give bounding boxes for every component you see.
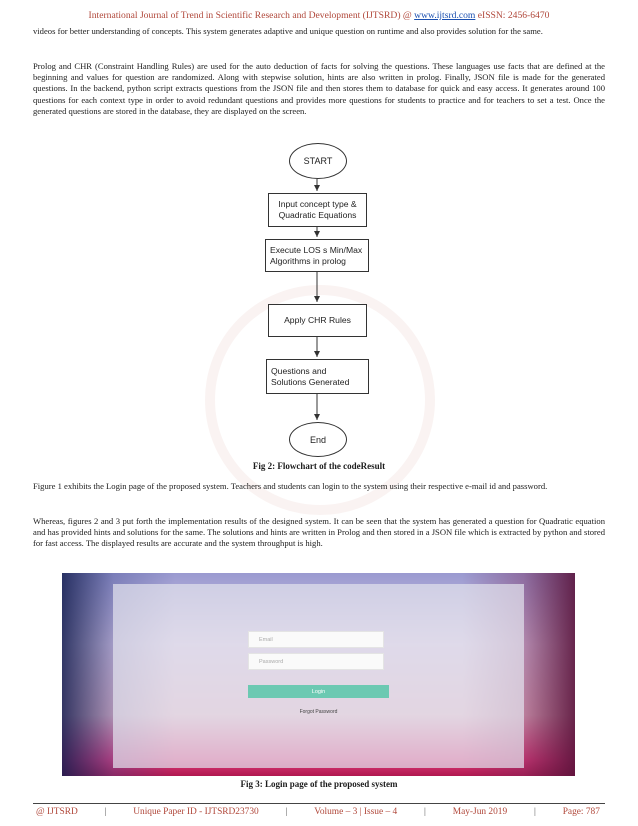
journal-watermark <box>205 285 435 515</box>
paragraph-results: Whereas, figures 2 and 3 put forth the i… <box>33 516 605 549</box>
login-button[interactable]: Login <box>248 685 389 698</box>
flow-execute-step: Execute LOS s Min/Max Algorithms in prol… <box>265 239 369 272</box>
login-screenshot: Email Password Login Forgot Password <box>62 573 575 776</box>
flow-end-node: End <box>289 422 347 457</box>
journal-site-link[interactable]: www.ijtsrd.com <box>414 10 476 21</box>
paragraph-prolog-chr: Prolog and CHR (Constraint Handling Rule… <box>33 61 605 116</box>
journal-title: International Journal of Trend in Scient… <box>88 10 415 21</box>
footer-publisher: @ IJTSRD <box>36 807 78 817</box>
flow-chr-step: Apply CHR Rules <box>268 304 367 337</box>
password-field[interactable]: Password <box>248 653 384 670</box>
paragraph-login: Figure 1 exhibits the Login page of the … <box>33 481 548 491</box>
paragraph-intro: videos for better understanding of conce… <box>33 26 543 36</box>
login-panel <box>113 584 524 768</box>
journal-header: International Journal of Trend in Scient… <box>0 10 638 21</box>
footer-divider <box>33 803 605 804</box>
figure-3-caption: Fig 3: Login page of the proposed system <box>240 779 398 789</box>
journal-issn: eISSN: 2456-6470 <box>475 10 550 21</box>
footer-page-number: Page: 787 <box>562 807 600 817</box>
footer-volume-issue: Volume – 3 | Issue – 4 <box>314 807 398 817</box>
footer-separator: | <box>424 807 426 817</box>
forgot-password-link[interactable]: Forgot Password <box>299 709 338 715</box>
flow-input-step: Input concept type & Quadratic Equations <box>268 193 367 227</box>
figure-2-caption: Fig 2: Flowchart of the codeResult <box>252 461 386 471</box>
flow-generated-step: Questions and Solutions Generated <box>266 359 369 394</box>
footer-paper-id: Unique Paper ID - IJTSRD23730 <box>133 807 259 817</box>
footer-separator: | <box>104 807 107 817</box>
email-field[interactable]: Email <box>248 631 384 648</box>
page-footer: @ IJTSRD | Unique Paper ID - IJTSRD23730… <box>36 807 600 817</box>
footer-separator: | <box>533 807 536 817</box>
footer-date: May-Jun 2019 <box>452 807 508 817</box>
flow-start-node: START <box>289 143 347 179</box>
footer-separator: | <box>285 807 288 817</box>
